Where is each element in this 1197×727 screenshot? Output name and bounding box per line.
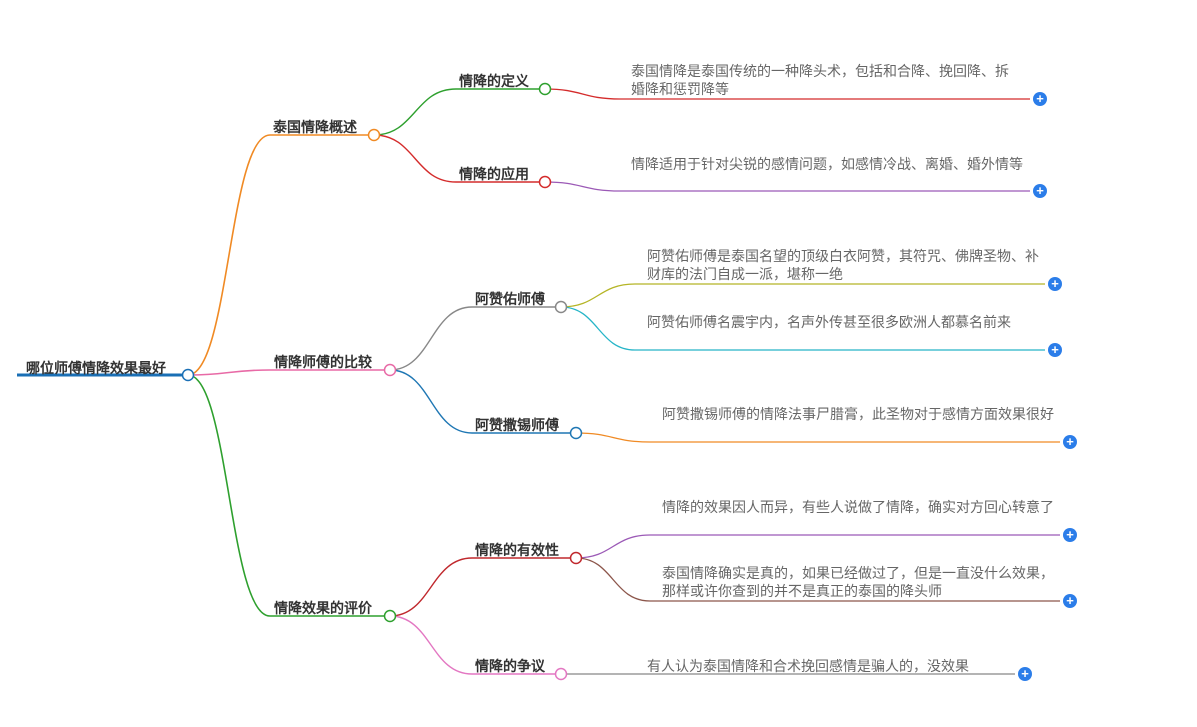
branch-connector-2 [187,369,271,376]
subtopic-2-1: 阿赞佑师傅 [475,291,545,307]
leaf-connector-3-1-1 [575,534,651,559]
subtopic-toggle-icon[interactable] [554,667,568,681]
subtopic-1-2: 情降的应用 [459,166,529,182]
branch-toggle-icon[interactable] [383,609,397,623]
expand-plus-icon[interactable]: + [1033,184,1047,198]
expand-plus-icon[interactable]: + [1048,343,1062,357]
leaf-connector-1-2-1 [544,181,621,192]
subtopic-connector-1-2 [373,134,457,183]
branch-connector-1 [187,134,271,376]
leaf-note-1-2-1: 情降适用于针对尖锐的感情问题，如感情冷战、离婚、婚外情等 [631,156,1023,172]
leaf-connector-3-1-2 [575,557,651,602]
subtopic-toggle-icon[interactable] [569,551,583,565]
leaf-connector-2-2-1 [575,432,651,443]
subtopic-connector-2-1 [389,306,473,371]
branch-toggle-icon[interactable] [383,363,397,377]
subtopic-connector-3-1 [389,557,473,617]
leaf-note-1-1-1: 泰国情降是泰国传统的一种降头术，包括和合降、挽回降、拆婚降和惩罚降等 [631,63,1009,97]
leaf-note-2-1-1: 阿赞佑师傅是泰国名望的顶级白衣阿赞，其符咒、佛牌圣物、补财库的法门自成一派，堪称… [647,248,1039,282]
branch-topic-1: 泰国情降概述 [273,119,357,135]
leaf-note-2-2-1: 阿赞撒锡师傅的情降法事尸腊膏，此圣物对于感情方面效果很好 [662,406,1054,422]
subtopic-connector-2-2 [389,369,473,434]
subtopic-2-2: 阿赞撒锡师傅 [475,417,559,433]
subtopic-3-1: 情降的有效性 [475,542,559,558]
root-topic: 哪位师傅情降效果最好 [26,360,166,376]
leaf-note-3-1-2: 泰国情降确实是真的，如果已经做过了，但是一直没什么效果，那样或许你查到的并不是真… [662,565,1054,599]
root-toggle-icon[interactable] [181,368,195,382]
expand-plus-icon[interactable]: + [1033,92,1047,106]
leaf-note-3-1-1: 情降的效果因人而异，有些人说做了情降，确实对方回心转意了 [662,499,1054,515]
subtopic-toggle-icon[interactable] [554,300,568,314]
subtopic-toggle-icon[interactable] [538,175,552,189]
expand-plus-icon[interactable]: + [1063,594,1077,608]
expand-plus-icon[interactable]: + [1063,528,1077,542]
subtopic-toggle-icon[interactable] [569,426,583,440]
branch-topic-3: 情降效果的评价 [274,600,372,616]
branch-topic-2: 情降师傅的比较 [274,354,372,370]
subtopic-1-1: 情降的定义 [459,73,529,89]
subtopic-connector-1-1 [373,88,457,136]
branch-connector-3 [187,374,271,617]
leaf-connector-2-1-2 [560,306,636,351]
expand-plus-icon[interactable]: + [1063,435,1077,449]
subtopic-toggle-icon[interactable] [538,82,552,96]
subtopic-connector-3-2 [389,615,473,675]
leaf-note-2-1-2: 阿赞佑师傅名震宇内，名声外传甚至很多欧洲人都慕名前来 [647,314,1011,330]
subtopic-3-2: 情降的争议 [475,658,545,674]
expand-plus-icon[interactable]: + [1048,277,1062,291]
branch-toggle-icon[interactable] [367,128,381,142]
leaf-note-3-2-1: 有人认为泰国情降和合术挽回感情是骗人的，没效果 [647,658,969,674]
expand-plus-icon[interactable]: + [1018,667,1032,681]
leaf-connector-1-1-1 [544,88,621,100]
leaf-connector-2-1-1 [560,283,636,308]
